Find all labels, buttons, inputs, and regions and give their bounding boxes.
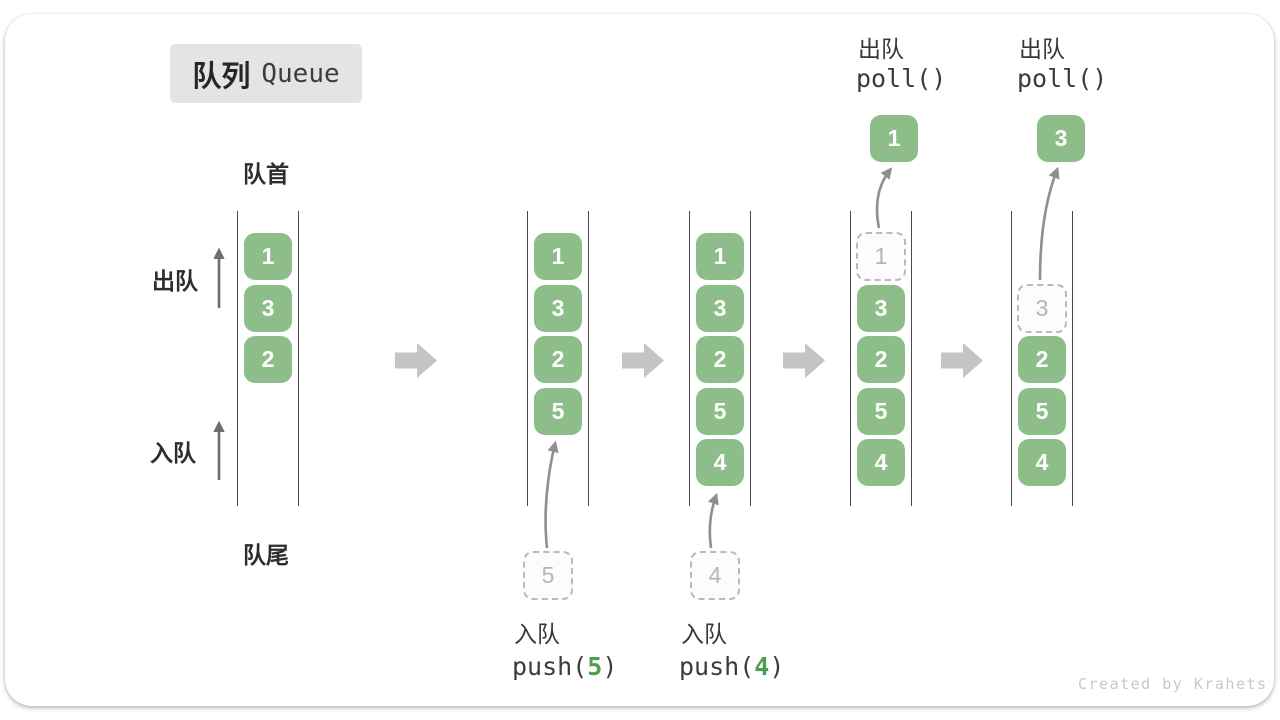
queue-item: 2 [534, 336, 582, 383]
queue-column-4 [850, 211, 912, 506]
queue-item: 4 [696, 439, 744, 486]
queue-item: 4 [857, 439, 905, 486]
label-queue-rear: 队尾 [243, 542, 289, 568]
code-fn-close: ) [769, 652, 785, 681]
op-poll-code: poll() [856, 64, 947, 93]
op-dequeue-label: 出队 [1019, 36, 1065, 62]
op-enqueue-label: 入队 [681, 621, 727, 647]
label-enqueue-direction: 入队 [150, 440, 196, 466]
op-enqueue-label: 入队 [514, 621, 560, 647]
diagram-card [5, 14, 1274, 706]
queue-item: 5 [1018, 388, 1066, 435]
code-fn-close: ) [602, 652, 618, 681]
queue-item: 2 [1018, 336, 1066, 383]
title-zh: 队列 [192, 60, 251, 93]
queue-item: 5 [857, 388, 905, 435]
pending-item: 5 [523, 551, 573, 600]
op-dequeue-label: 出队 [858, 36, 904, 62]
queue-item: 3 [534, 285, 582, 332]
queue-column-1 [237, 211, 299, 506]
queue-item: 2 [696, 336, 744, 383]
code-fn-open: push( [512, 652, 588, 681]
queue-item: 5 [534, 388, 582, 435]
pending-item: 4 [690, 551, 740, 600]
queue-item: 3 [857, 285, 905, 332]
ghost-item: 1 [856, 232, 906, 281]
code-fn-open: push( [679, 652, 755, 681]
code-arg: 5 [587, 652, 603, 681]
op-push4-code: push(4) [679, 652, 784, 681]
popped-item: 1 [870, 115, 918, 162]
title-badge: 队列 Queue [170, 44, 362, 103]
queue-column-5 [1011, 211, 1073, 506]
label-dequeue-direction: 出队 [152, 268, 198, 294]
queue-item: 1 [534, 233, 582, 280]
label-queue-front: 队首 [243, 161, 289, 187]
queue-column-3 [689, 211, 751, 506]
queue-item: 3 [696, 285, 744, 332]
ghost-item: 3 [1017, 284, 1067, 333]
code-arg: 4 [754, 652, 770, 681]
queue-item: 2 [857, 336, 905, 383]
queue-item: 3 [244, 285, 292, 332]
queue-item: 4 [1018, 439, 1066, 486]
op-poll-code: poll() [1017, 64, 1108, 93]
queue-item: 1 [696, 233, 744, 280]
queue-item: 5 [696, 388, 744, 435]
queue-column-2 [527, 211, 589, 506]
watermark: Created by Krahets [1078, 675, 1268, 693]
queue-item: 2 [244, 336, 292, 383]
queue-item: 1 [244, 233, 292, 280]
title-en: Queue [261, 58, 340, 89]
op-push5-code: push(5) [512, 652, 617, 681]
popped-item: 3 [1037, 115, 1085, 162]
